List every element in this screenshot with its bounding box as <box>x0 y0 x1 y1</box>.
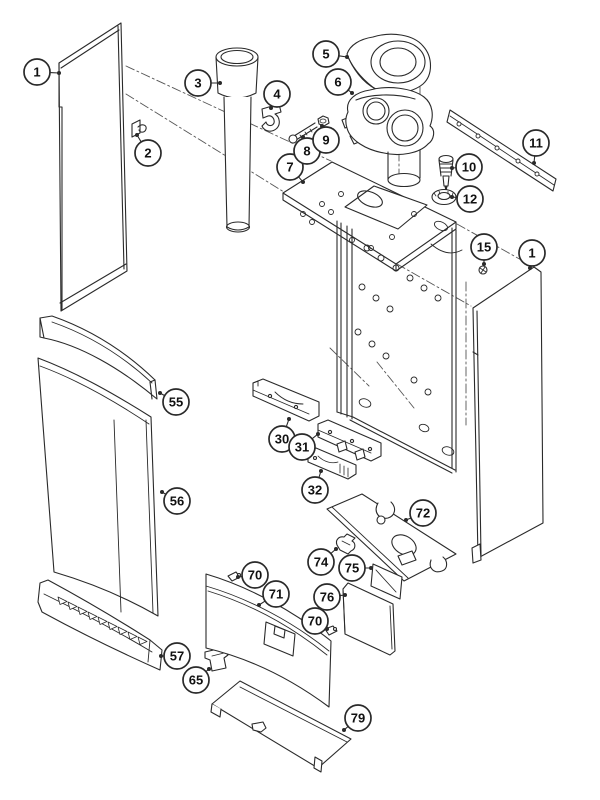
callout-4-3: 4 <box>263 80 291 110</box>
svg-text:9: 9 <box>322 133 329 148</box>
callout-12-11: 12 <box>450 185 484 213</box>
callout-79-28: 79 <box>342 704 372 732</box>
flue-pipe <box>215 47 259 233</box>
callout-15-12: 15 <box>470 233 498 266</box>
flue-collector <box>341 87 435 188</box>
callout-2-1: 2 <box>134 133 162 167</box>
svg-text:31: 31 <box>295 440 309 455</box>
cover-plate-75 <box>370 563 403 600</box>
clip-74 <box>335 533 356 555</box>
callout-76-27: 76 <box>313 583 347 611</box>
svg-text:1: 1 <box>528 246 535 261</box>
svg-text:71: 71 <box>269 587 283 602</box>
nut-9 <box>317 115 330 127</box>
svg-text:57: 57 <box>170 649 184 664</box>
callout-75-26: 75 <box>338 554 373 582</box>
svg-text:74: 74 <box>314 555 329 570</box>
front-casing-panel <box>37 357 159 617</box>
callout-70-21: 70 <box>236 561 269 589</box>
callout-72-24: 72 <box>404 499 437 527</box>
svg-text:10: 10 <box>462 160 476 175</box>
callout-71-22: 71 <box>257 580 290 608</box>
access-panel-76 <box>342 582 396 656</box>
screw-15 <box>478 265 488 275</box>
svg-text:15: 15 <box>477 240 491 255</box>
callout-56-18: 56 <box>160 487 191 515</box>
callout-70-23: 70 <box>301 607 329 635</box>
callout-74-25: 74 <box>307 547 338 576</box>
svg-text:76: 76 <box>320 590 334 605</box>
wall-mounting-rail <box>446 109 557 192</box>
callout-10-9: 10 <box>450 153 483 181</box>
callout-31-15: 31 <box>288 432 320 461</box>
svg-text:1: 1 <box>33 65 40 80</box>
top-casing-trim <box>39 315 158 400</box>
svg-text:12: 12 <box>463 192 477 207</box>
callout-32-16: 32 <box>301 469 329 504</box>
callout-1-0: 1 <box>23 58 61 86</box>
control-panel-door <box>205 573 332 708</box>
bracket-31 <box>317 419 382 462</box>
bracket-32 <box>307 447 357 480</box>
clip-part-2 <box>131 119 147 138</box>
callout-5-4: 5 <box>312 40 349 68</box>
svg-text:11: 11 <box>529 136 543 151</box>
svg-text:6: 6 <box>334 75 341 90</box>
svg-text:4: 4 <box>273 87 281 102</box>
svg-text:32: 32 <box>308 483 322 498</box>
callout-55-17: 55 <box>158 388 190 416</box>
svg-text:56: 56 <box>170 494 184 509</box>
bracket-30 <box>252 378 320 422</box>
svg-text:72: 72 <box>416 506 430 521</box>
callout-1-13: 1 <box>518 239 546 270</box>
screw-8 <box>288 122 318 144</box>
svg-text:75: 75 <box>345 561 359 576</box>
svg-text:79: 79 <box>351 711 365 726</box>
callout-9-8: 9 <box>312 124 340 154</box>
flue-hood-cover <box>346 33 432 94</box>
svg-text:2: 2 <box>144 146 151 161</box>
svg-text:70: 70 <box>308 614 322 629</box>
callout-6-5: 6 <box>324 68 354 96</box>
svg-text:5: 5 <box>322 47 329 62</box>
callout-11-10: 11 <box>522 129 550 165</box>
right-side-panel <box>471 266 544 564</box>
left-side-panel <box>58 22 128 312</box>
svg-text:65: 65 <box>189 673 203 688</box>
chassis <box>282 161 463 474</box>
bottom-grille-trim <box>37 579 163 671</box>
callout-3-2: 3 <box>184 69 222 97</box>
svg-text:55: 55 <box>169 395 183 410</box>
svg-text:8: 8 <box>303 144 310 159</box>
sensor-plug <box>438 154 454 192</box>
callout-7-6: 7 <box>276 153 305 184</box>
clip-70-upper <box>227 571 242 582</box>
svg-text:3: 3 <box>194 76 201 91</box>
svg-text:30: 30 <box>275 432 289 447</box>
callout-65-20: 65 <box>182 666 211 694</box>
baffle-plate <box>326 493 457 582</box>
bottom-tray <box>210 680 352 773</box>
clip-part-4 <box>261 103 282 132</box>
callout-57-19: 57 <box>159 642 191 670</box>
svg-text:70: 70 <box>248 568 262 583</box>
svg-text:7: 7 <box>286 160 293 175</box>
